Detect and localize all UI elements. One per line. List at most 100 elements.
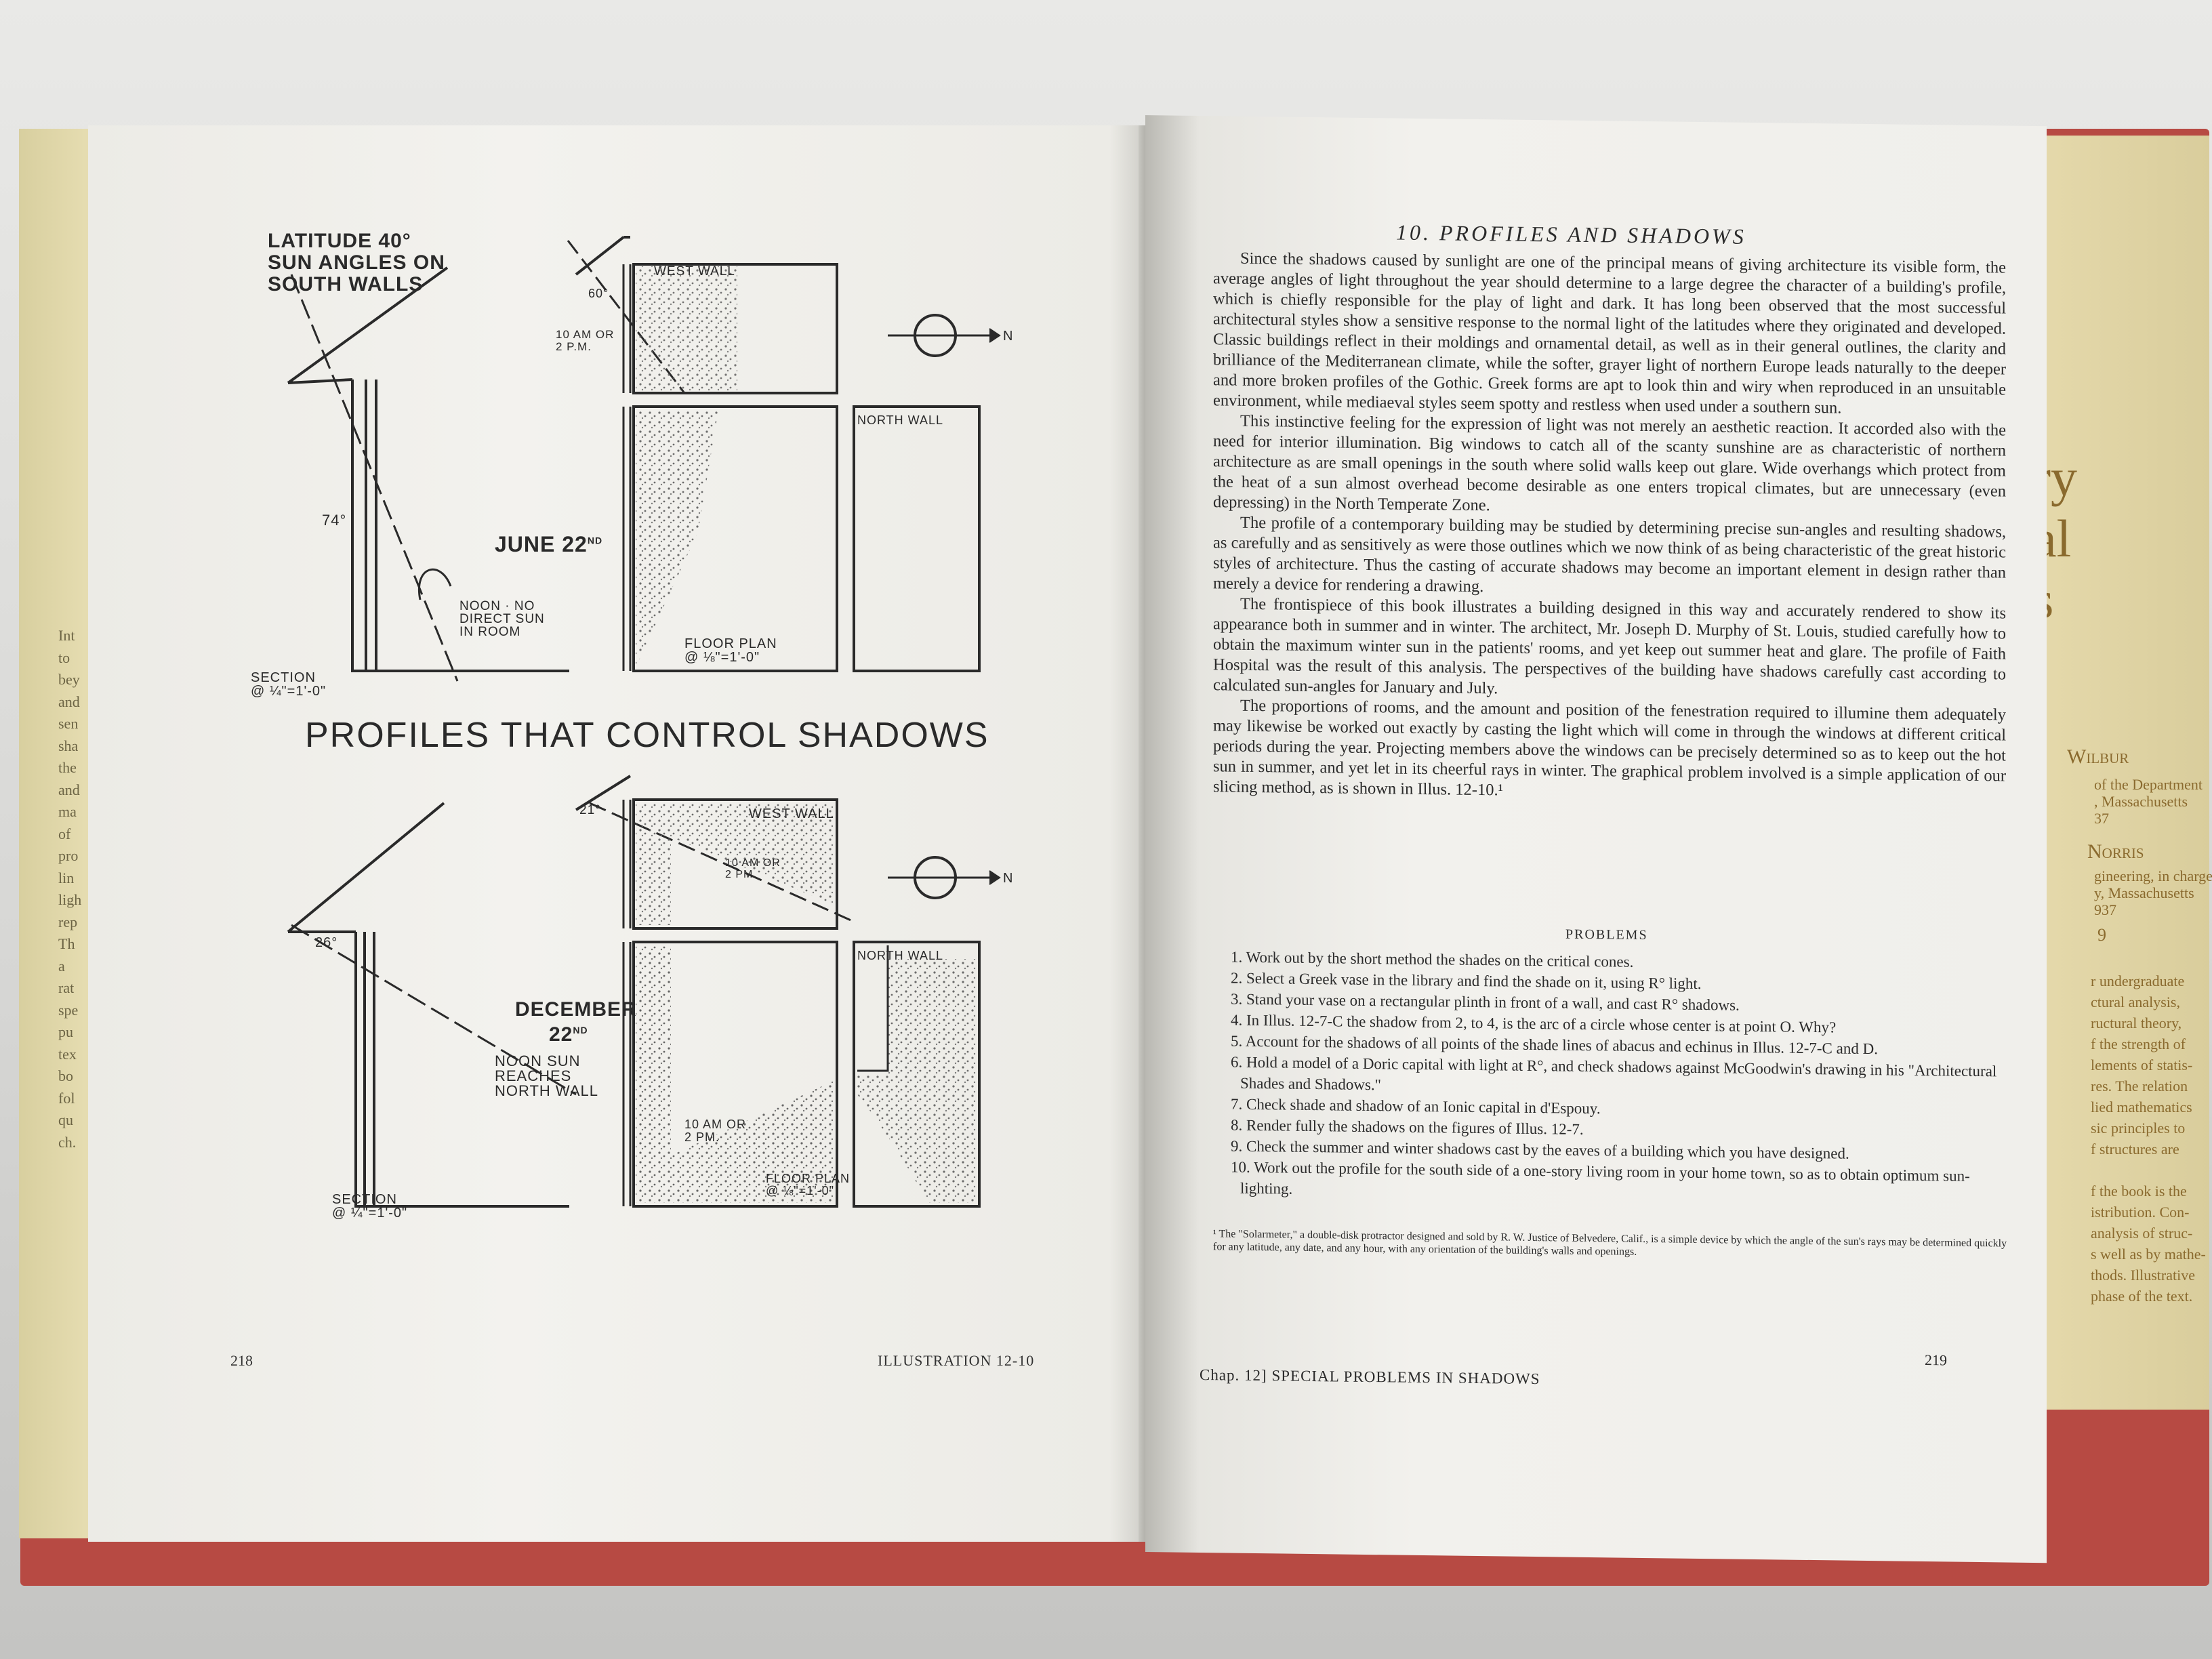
summer-section-wall (365, 380, 377, 671)
problems-list: 1. Work out by the short method the shad… (1213, 946, 2013, 1208)
summer-floor-plan-rect (632, 405, 838, 672)
winter-date: DECEMBER 22ND (515, 1000, 637, 1045)
jacket-author-1-line: 37 (2094, 810, 2109, 827)
summer-west-wall-rect (632, 263, 838, 394)
winter-floor-plan-rect (632, 941, 838, 1208)
jacket-left-text-fragment: of (58, 825, 71, 842)
jacket-blurb-line: phase of the text. (2091, 1288, 2193, 1305)
jacket-left-text-fragment: qu (58, 1111, 73, 1128)
jacket-author-1-line: of the Department (2094, 776, 2203, 793)
jacket-left-text-fragment: and (58, 693, 80, 710)
jacket-blurb-line: s well as by mathe- (2091, 1246, 2206, 1263)
winter-time-line: 10 AM OR (725, 857, 781, 869)
winter-floor-plan-line: @ ⅛"=1'-0" (766, 1184, 835, 1197)
latitude-title: LATITUDE 40° SUN ANGLES ON SOUTH WALLS (268, 230, 445, 295)
jacket-left-text-fragment: pu (58, 1023, 73, 1040)
jacket-left-text-fragment: ch. (58, 1133, 77, 1151)
jacket-blurb-line: r undergraduate (2091, 972, 2185, 989)
paragraph: The frontispiece of this book illustrate… (1213, 594, 2006, 698)
left-page: LATITUDE 40° SUN ANGLES ON SOUTH WALLS W… (88, 125, 1152, 1542)
winter-section-line: SECTION (332, 1192, 397, 1207)
right-page: 10. PROFILES AND SHADOWS Since the shado… (1145, 115, 2047, 1563)
summer-section-angle: 74° (322, 512, 347, 529)
jacket-left-text-fragment: rat (58, 979, 75, 996)
jacket-left-text-fragment: rep (58, 913, 78, 930)
jacket-blurb-line: f the strength of (2091, 1036, 2186, 1052)
jacket-year-fragment: 9 (2097, 925, 2106, 945)
winter-west-wall-shadow (636, 803, 834, 925)
jacket-left-text-fragment: ma (58, 803, 77, 820)
paragraph: Since the shadows caused by sunlight are… (1213, 249, 2006, 417)
jacket-left-text-fragment: ligh (58, 891, 82, 908)
winter-north-wall-shadow (857, 959, 976, 1203)
winter-west-wall-rect (632, 798, 838, 930)
winter-noon-note: NOON SUN REACHES NORTH WALL (495, 1054, 598, 1099)
jacket-author-2-line: 937 (2094, 901, 2116, 918)
summer-noon-line: NOON · NO (459, 599, 535, 613)
summer-noon-line: DIRECT SUN (459, 612, 545, 626)
jacket-blurb-line: res. The relation (2091, 1078, 2188, 1094)
running-footer: Chap. 12] SPECIAL PROBLEMS IN SHADOWS (1200, 1366, 1540, 1388)
jacket-blurb-line: sic principles to (2091, 1120, 2186, 1136)
jacket-left-text-fragment: spe (58, 1001, 79, 1019)
winter-north-wall-rect (853, 941, 981, 1208)
winter-date-day: 22 (549, 1023, 573, 1046)
jacket-blurb-line: thods. Illustrative (2091, 1267, 2195, 1284)
winter-floor-plan-label: FLOOR PLAN @ ⅛"=1'-0" (766, 1172, 850, 1197)
winter-time-label: 10 AM OR 2 PM. (725, 857, 781, 880)
summer-sun-ray-top (567, 240, 686, 394)
summer-floor-plan-shadow (636, 410, 718, 668)
shadow-profiles-drawing (287, 236, 1001, 1208)
winter-sun-ray (291, 924, 577, 1096)
winter-noon-line: REACHES (495, 1067, 572, 1084)
summer-noon-note: NOON · NO DIRECT SUN IN ROOM (459, 600, 545, 638)
winter-section-roof (287, 802, 569, 1208)
latitude-title-line: LATITUDE 40° (268, 230, 411, 252)
jacket-blurb-line: ructural theory, (2091, 1015, 2182, 1031)
summer-north-wall-rect (853, 405, 981, 672)
summer-sun-ray (290, 274, 459, 682)
jacket-left-text-fragment: Th (58, 935, 75, 952)
latitude-title-line: SUN ANGLES ON (268, 251, 445, 274)
jacket-left-text-fragment: a (58, 957, 65, 975)
jacket-left-text-fragment: sha (58, 737, 79, 754)
section-heading: 10. PROFILES AND SHADOWS (1396, 220, 1746, 249)
paragraph: The proportions of rooms, and the amount… (1213, 696, 2006, 800)
summer-section-line: @ ¼"=1'-0" (251, 684, 327, 699)
paragraph: The profile of a contemporary building m… (1213, 513, 2006, 596)
summer-noon-line: IN ROOM (459, 625, 521, 639)
winter-date-text: DECEMBER (515, 998, 637, 1021)
latitude-title-line: SOUTH WALLS (268, 273, 424, 295)
winter-plan-time-line: 10 AM OR (684, 1118, 747, 1131)
summer-date: JUNE 22ND (495, 532, 602, 557)
jacket-left-text-fragment: to (58, 649, 70, 666)
summer-time-line: 10 AM OR (556, 328, 615, 341)
winter-section-line: @ ¼"=1'-0" (332, 1206, 408, 1221)
winter-compass-n: N (1003, 871, 1014, 886)
winter-section-wall (363, 932, 375, 1206)
jacket-blurb-line: istribution. Con- (2091, 1204, 2190, 1221)
jacket-left-text-fragment: lin (58, 869, 75, 886)
summer-time-label: 10 AM OR 2 P.M. (556, 329, 614, 353)
jacket-left-text-fragment: sen (58, 715, 79, 732)
left-page-number: 218 (230, 1352, 253, 1369)
jacket-left-text-fragment: fol (58, 1089, 75, 1107)
summer-compass-n: N (1003, 329, 1014, 344)
jacket-left-text-fragment: the (58, 759, 77, 776)
summer-section-line: SECTION (251, 670, 316, 685)
summer-floor-plan-line: FLOOR PLAN (684, 636, 777, 651)
jacket-blurb-line: lied mathematics (2091, 1099, 2192, 1115)
jacket-author-1-line: , Massachusetts (2094, 793, 2188, 810)
jacket-blurb-line: analysis of struc- (2091, 1225, 2193, 1242)
illustration-label: ILLUSTRATION 12-10 (878, 1352, 1035, 1369)
winter-noon-line: NORTH WALL (495, 1082, 599, 1099)
winter-section-label: SECTION @ ¼"=1'-0" (332, 1193, 407, 1220)
summer-section-roof (287, 266, 569, 672)
summer-section-label: SECTION @ ¼"=1'-0" (251, 671, 326, 698)
winter-noon-line: NOON SUN (495, 1052, 581, 1069)
winter-date-sup: ND (573, 1025, 588, 1036)
summer-west-wall-shadow (636, 266, 737, 391)
winter-plan-time-line: 2 PM. (684, 1130, 720, 1144)
jacket-author-1: Wilbur (2067, 745, 2129, 768)
summer-overhang (575, 236, 630, 276)
